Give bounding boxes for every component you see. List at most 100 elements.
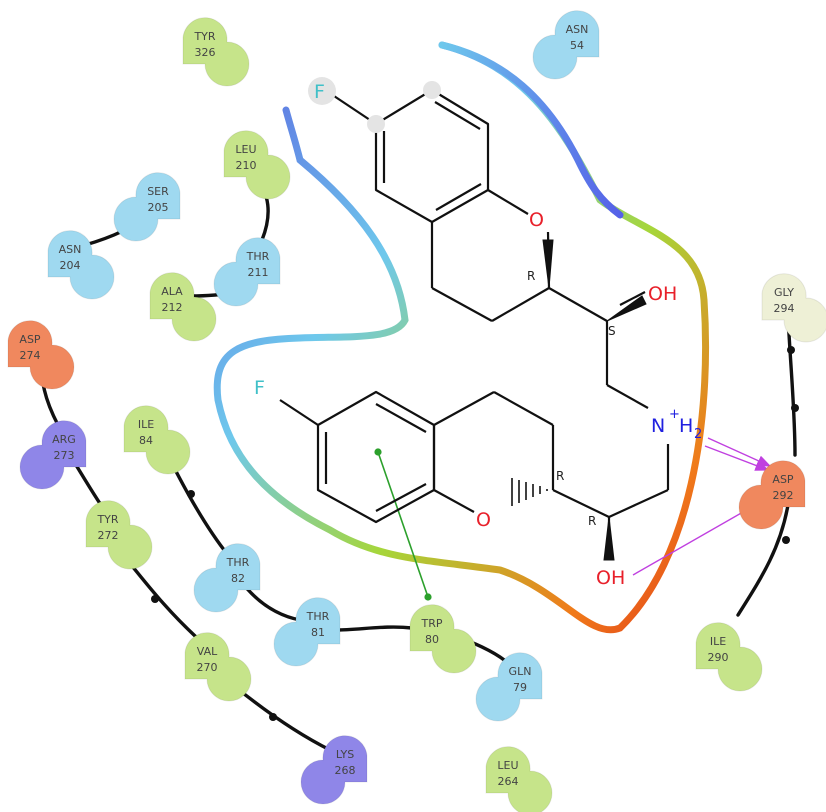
residue-ile290: ILE 290 (695, 622, 763, 692)
residue-shape (695, 622, 763, 692)
backbone-asp292-ile290 (736, 503, 790, 617)
pocket-outline (213, 41, 710, 634)
residue-name: ASP (19, 333, 41, 346)
residue-arg273: ARG 273 (19, 420, 87, 490)
residue-ile84: ILE 84 (123, 405, 191, 475)
residue-number: 79 (513, 681, 527, 694)
ligand-structure (279, 88, 670, 558)
residue-gly294: GLY 294 (761, 273, 826, 343)
residue-shape (213, 237, 281, 307)
residue-shape (184, 632, 252, 702)
residue-shape (738, 460, 806, 530)
residue-shape (223, 130, 291, 200)
residue-shape (532, 10, 600, 80)
fluorine-mid-label: F (254, 377, 265, 399)
residue-name: LEU (235, 143, 256, 156)
hbond-nh2-asp292-a (707, 437, 772, 467)
bottom-benzene-ring (316, 390, 436, 524)
residue-shape (123, 405, 191, 475)
residue-ser205: SER 205 (113, 172, 181, 242)
residue-number: 205 (148, 201, 169, 214)
residue-name: VAL (197, 645, 218, 658)
fluorine-top-label: F (314, 81, 325, 103)
residue-name: ARG (52, 433, 76, 446)
svg-text:N: N (651, 415, 665, 437)
residue-name: THR (246, 250, 270, 263)
ring-centroid (374, 448, 382, 456)
backbone-beads (151, 346, 799, 721)
residue-name: SER (147, 185, 169, 198)
residue-shape (300, 735, 368, 805)
residue-name: GLN (509, 665, 532, 678)
residue-shape (113, 172, 181, 242)
residue-trp80: TRP 80 (409, 604, 477, 674)
residue-asp274: ASP 274 (7, 320, 75, 390)
residue-number: 204 (60, 259, 81, 272)
hbond-nh2-asp292-b (704, 445, 770, 471)
residue-name: ASN (566, 23, 589, 36)
residue-number: 82 (231, 572, 245, 585)
residue-number: 268 (335, 764, 356, 777)
stereo-bonds (511, 239, 647, 561)
residue-number: 294 (774, 302, 795, 315)
ring-oxygen-top-label: O (529, 209, 544, 231)
residue-ala212: ALA 212 (149, 272, 217, 342)
residue-number: 264 (498, 775, 519, 788)
pocket-outline-main (213, 41, 710, 634)
residues: TYR326ASN54LEU210SER205ASN204THR211ALA21… (7, 10, 826, 812)
residue-shape (149, 272, 217, 342)
stereo-center-s1: S (608, 324, 616, 338)
stereo-center-r1: R (527, 269, 535, 283)
residue-shape (182, 17, 250, 87)
residue-name: LEU (497, 759, 518, 772)
residue-leu264: LEU 264 (485, 746, 553, 812)
residue-number: 81 (311, 626, 325, 639)
residue-name: TYR (96, 513, 118, 526)
ammonium-label: N + H 2 (651, 407, 702, 442)
top-benzene-ring (374, 88, 490, 224)
bond-c-f-mid (279, 399, 319, 426)
residue-number: 212 (162, 301, 183, 314)
stereo-center-r3: R (588, 514, 596, 528)
residue-name: GLY (774, 286, 794, 299)
residue-shape (47, 230, 115, 300)
residue-gln79: GLN 79 (475, 652, 543, 722)
backbone-thr81-trp80 (333, 625, 414, 632)
residue-number: 326 (195, 46, 216, 59)
svg-text:H: H (679, 415, 693, 437)
residue-number: 273 (54, 449, 75, 462)
residue-number: 274 (20, 349, 41, 362)
pi-pi-line (377, 451, 429, 598)
residue-name: ASN (59, 243, 82, 256)
residue-name: THR (306, 610, 330, 623)
residue-name: ILE (138, 418, 154, 431)
pocket-outline-top (438, 41, 624, 219)
residue-number: 290 (708, 651, 729, 664)
residue-name: TRP (421, 617, 443, 630)
residue-number: 80 (425, 633, 439, 646)
residue-name: ALA (161, 285, 183, 298)
residue-shape (193, 543, 261, 613)
residue-thr211: THR 211 (213, 237, 281, 307)
residue-shape (409, 604, 477, 674)
residue-shape (273, 597, 341, 667)
pi-pi-interaction (374, 448, 432, 601)
residue-shape (7, 320, 75, 390)
residue-number: 211 (248, 266, 269, 279)
svg-text:+: + (669, 407, 680, 422)
residue-number: 210 (236, 159, 257, 172)
residue-name: ILE (710, 635, 726, 648)
hydroxyl-bottom-label: OH (596, 567, 625, 589)
residue-number: 292 (773, 489, 794, 502)
residue-number: 84 (139, 434, 153, 447)
trp-centroid (424, 593, 432, 601)
residue-shape (761, 273, 826, 343)
